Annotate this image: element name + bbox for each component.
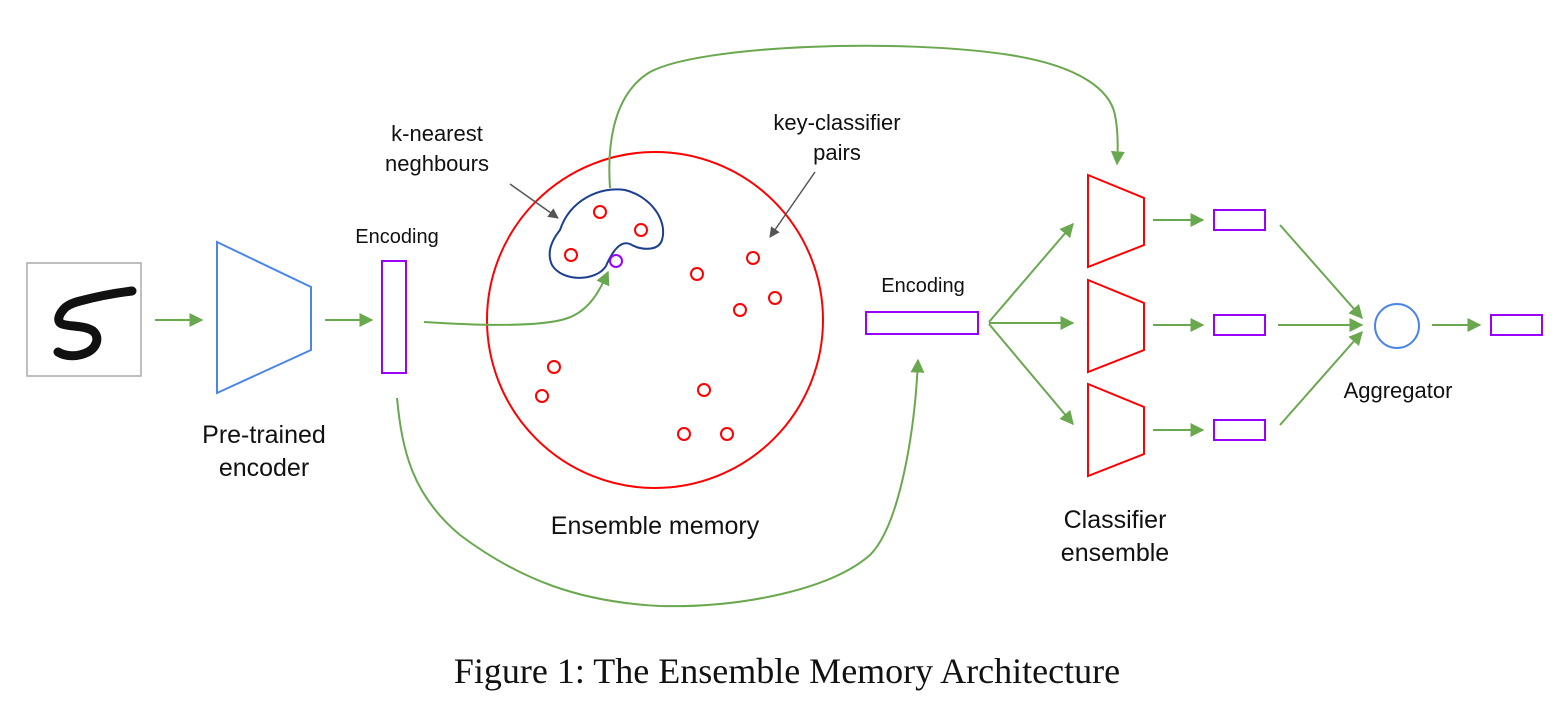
classifier-trapezoid-1 (1087, 173, 1145, 269)
knn-pointer-arrow (509, 183, 559, 219)
final-output (1490, 314, 1543, 336)
classifier-output-1 (1213, 209, 1266, 231)
classifier-ensemble-label-line2: ensemble (1061, 539, 1169, 567)
classifier-trapezoid-3 (1087, 382, 1145, 478)
encoding-right-label: Encoding (881, 275, 964, 297)
arrow-encoding-to-query (423, 270, 610, 326)
pretrained-encoder-label-line1: Pre-trained (202, 421, 326, 449)
encoding-left-label: Encoding (355, 226, 438, 248)
classifier-output-2 (1213, 314, 1266, 336)
memory-key (564, 248, 578, 262)
ensemble-memory-label: Ensemble memory (551, 512, 760, 540)
figure-caption: Figure 1: The Ensemble Memory Architectu… (454, 651, 1120, 691)
memory-key (535, 389, 549, 403)
memory-key (634, 223, 648, 237)
arrow-knn-to-classifiers (608, 44, 1125, 189)
arrow-output-3-to-aggregator (1279, 330, 1363, 426)
classifier-output-3 (1213, 419, 1266, 441)
memory-keys (535, 205, 782, 441)
aggregator-label: Aggregator (1344, 378, 1453, 403)
pretrained-encoder-label-line2: encoder (219, 454, 309, 482)
key-classifier-label-line2: pairs (813, 140, 861, 165)
memory-key (733, 303, 747, 317)
classifier-ensemble-label-line1: Classifier (1064, 506, 1167, 534)
ensemble-memory-circle (486, 151, 824, 489)
memory-key (746, 251, 760, 265)
arrow-to-classifier-1 (988, 222, 1074, 323)
memory-key (720, 427, 734, 441)
key-classifier-pointer-arrow (769, 171, 816, 238)
arrow-to-classifier-3 (988, 323, 1074, 426)
memory-key (677, 427, 691, 441)
handwritten-digit-5-icon (53, 286, 137, 361)
query-point (609, 254, 623, 268)
encoding-vector-horizontal (865, 311, 979, 335)
arrow-encoding-bypass (396, 358, 925, 608)
knn-outline (548, 188, 665, 279)
classifier-trapezoid-2 (1087, 278, 1145, 374)
input-image (26, 262, 142, 377)
memory-key (547, 360, 561, 374)
memory-key (593, 205, 607, 219)
memory-key (697, 383, 711, 397)
pretrained-encoder-trapezoid (216, 240, 312, 395)
encoding-vector-vertical (381, 260, 407, 374)
memory-key (768, 291, 782, 305)
key-classifier-label-line1: key-classifier (773, 110, 900, 135)
arrow-output-1-to-aggregator (1279, 224, 1363, 320)
aggregator-circle (1374, 303, 1420, 349)
memory-key (690, 267, 704, 281)
knn-label-line1: k-nearest (391, 121, 483, 146)
knn-label-line2: neghbours (385, 151, 489, 176)
